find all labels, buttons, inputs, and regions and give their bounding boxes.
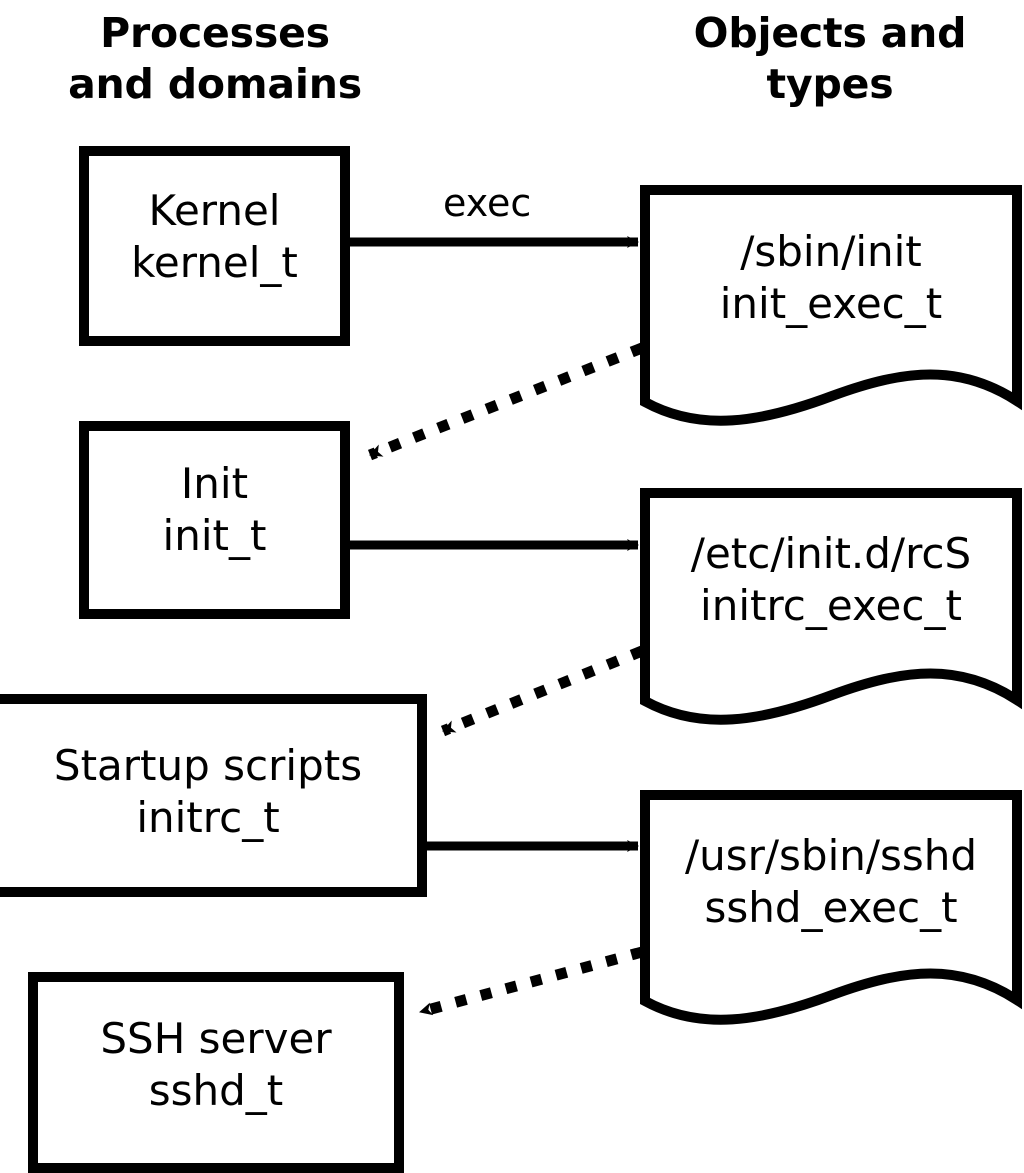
column-header-processes: Processes and domains — [35, 8, 395, 110]
edge-label-exec: exec — [443, 181, 532, 225]
column-header-objects-line2: types — [766, 60, 894, 108]
column-header-processes-line2: and domains — [68, 60, 362, 108]
edge-init-exec-to-init — [367, 342, 645, 461]
object-doc-initrc-exec[interactable] — [640, 488, 1022, 725]
process-box-init[interactable] — [79, 421, 350, 619]
process-box-initrc[interactable] — [0, 694, 427, 897]
object-doc-sshd-exec[interactable] — [640, 790, 1022, 1025]
process-box-kernel[interactable] — [79, 146, 350, 346]
object-doc-init-exec[interactable] — [640, 185, 1022, 426]
edge-sshd-exec-to-sshd — [418, 946, 644, 1018]
process-box-sshd[interactable] — [28, 972, 404, 1173]
edge-initrc-exec-to-initrc — [440, 645, 645, 737]
column-header-objects: Objects and types — [650, 8, 1010, 110]
column-header-objects-line1: Objects and — [693, 9, 967, 57]
column-header-processes-line1: Processes — [100, 9, 330, 57]
